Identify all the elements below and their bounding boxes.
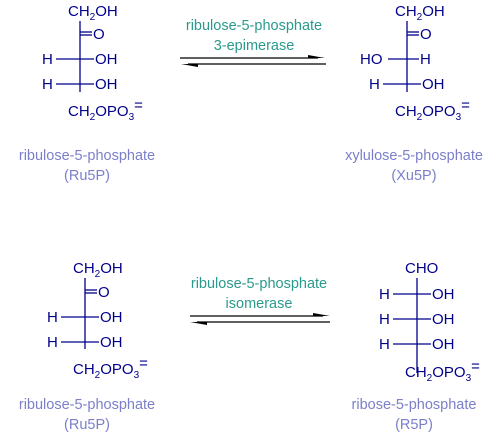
reaction-epimerase: CH2OH O H OH H OH CH2OPO3= ribulose-5-ph…: [19, 3, 483, 184]
enzyme-name-line1: ribulose-5-phosphate: [191, 276, 327, 292]
bottom-group: CH2OPO3=: [68, 97, 143, 123]
ru5p-structure-1: CH2OH O H OH H OH CH2OPO3=: [42, 3, 143, 123]
substituent-left: H: [47, 309, 58, 326]
top-group: CH2OH: [73, 260, 123, 280]
substrate-abbreviation: (Ru5P): [64, 417, 110, 433]
substituent-right: OH: [422, 76, 445, 93]
product-name: xylulose-5-phosphate: [345, 148, 483, 164]
product-abbreviation: (R5P): [395, 417, 433, 433]
substituent-left: H: [379, 336, 390, 353]
substituent-right: OH: [432, 286, 455, 303]
substituent-left: HO: [360, 51, 383, 68]
substituent-left: H: [379, 311, 390, 328]
substrate-name: ribulose-5-phosphate: [19, 397, 155, 413]
bottom-group: CH2OPO3=: [73, 355, 148, 381]
substituent-left: H: [42, 51, 53, 68]
ru5p-structure-2: CH2OH O H OH H OH CH2OPO3=: [47, 260, 148, 381]
top-group: CH2OH: [68, 3, 118, 23]
substituent-left: H: [47, 334, 58, 351]
equilibrium-arrow: [190, 313, 330, 325]
bottom-group: CH2OPO3=: [395, 97, 470, 123]
enzyme-name-line1: ribulose-5-phosphate: [186, 18, 322, 34]
substituent-right: OH: [95, 76, 118, 93]
bottom-group: CH2OPO3=: [405, 358, 480, 384]
substrate-name: ribulose-5-phosphate: [19, 148, 155, 164]
reaction-isomerase: CH2OH O H OH H OH CH2OPO3= ribulose-5-ph…: [19, 260, 480, 433]
keto-oxygen: O: [420, 26, 432, 43]
substrate-abbreviation: (Ru5P): [64, 168, 110, 184]
substituent-right: OH: [432, 311, 455, 328]
substituent-left: H: [379, 286, 390, 303]
keto-oxygen: O: [93, 26, 105, 43]
product-abbreviation: (Xu5P): [391, 168, 436, 184]
enzyme-name-line2: isomerase: [226, 296, 293, 312]
equilibrium-arrow: [180, 55, 326, 67]
xu5p-structure: CH2OH O HO H H OH CH2OPO3=: [360, 3, 470, 123]
product-name: ribose-5-phosphate: [352, 397, 477, 413]
top-group: CHO: [405, 260, 438, 277]
substituent-right: OH: [100, 334, 123, 351]
enzyme-name-line2: 3-epimerase: [214, 38, 295, 54]
substituent-right: H: [420, 51, 431, 68]
top-group: CH2OH: [395, 3, 445, 23]
substituent-left: H: [42, 76, 53, 93]
substituent-right: OH: [95, 51, 118, 68]
substituent-left: H: [369, 76, 380, 93]
keto-oxygen: O: [98, 284, 110, 301]
r5p-structure: CHO H OH H OH H OH CH2OPO3=: [379, 260, 480, 384]
substituent-right: OH: [432, 336, 455, 353]
substituent-right: OH: [100, 309, 123, 326]
